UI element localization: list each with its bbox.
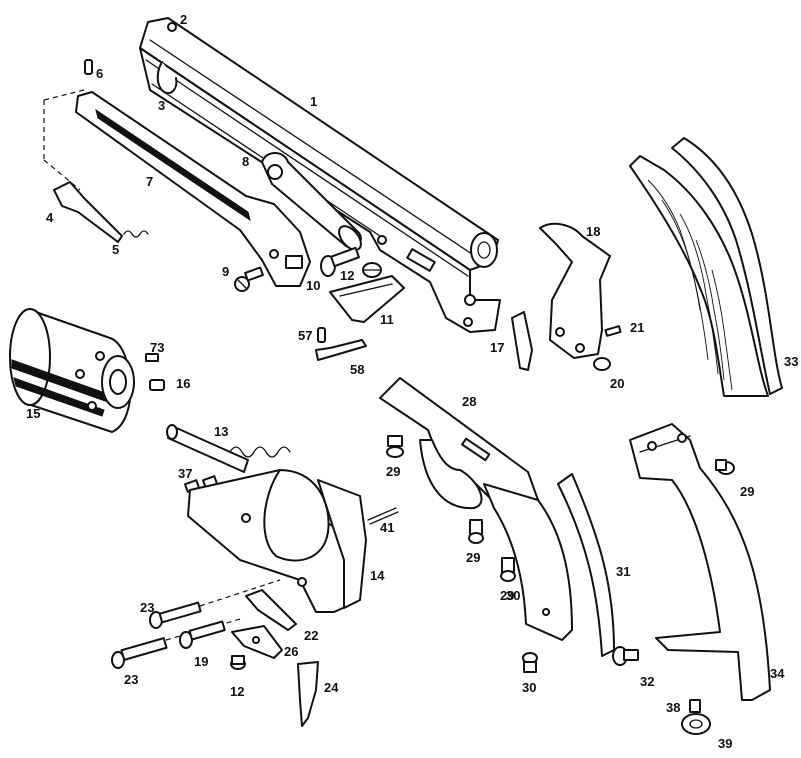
part-26-bolt (231, 625, 283, 659)
callout-label: 15 (26, 406, 40, 421)
part-12-screw-lower (230, 655, 246, 670)
callout-label: 18 (586, 224, 600, 239)
callout-label: 3 (158, 98, 165, 113)
part-28-trigger-guard (379, 377, 573, 641)
callout-label: 38 (666, 700, 680, 715)
part-29-screw-mid (500, 557, 516, 582)
callout-label: 29 (466, 550, 480, 565)
callout-label: 32 (640, 674, 654, 689)
part-33-grips (629, 137, 783, 397)
callout-label: 7 (146, 174, 153, 189)
callout-label: 28 (462, 394, 476, 409)
part-24-trigger (297, 661, 319, 727)
callout-label: 5 (112, 242, 119, 257)
part-30-screw-upper (386, 435, 404, 458)
callout-label: 29 (386, 464, 400, 479)
part-15-cylinder (9, 308, 135, 433)
callout-label: 8 (242, 154, 249, 169)
callout-label: 23 (140, 600, 154, 615)
part-10-screw (320, 246, 360, 277)
part-7-rammer-lever (43, 89, 311, 287)
callout-label: 9 (222, 264, 229, 279)
part-16-nipple (149, 379, 165, 391)
callout-label: 30 (506, 588, 520, 603)
callout-label: 19 (194, 654, 208, 669)
callout-label: 11 (380, 312, 394, 327)
callout-label: 26 (284, 644, 298, 659)
part-11-block (329, 275, 405, 323)
callout-label: 4 (46, 210, 54, 225)
part-23-screw-upper (149, 579, 281, 629)
callout-label: 21 (630, 320, 644, 335)
callout-label: 13 (214, 424, 228, 439)
callout-label: 16 (176, 376, 190, 391)
part-8-wedge (261, 152, 362, 251)
callout-label: 2 (180, 12, 187, 27)
part-22-hand (245, 589, 297, 631)
callout-label: 24 (324, 680, 339, 695)
callout-label: 30 (522, 680, 536, 695)
callout-label: 37 (178, 466, 192, 481)
part-2-front-sight (167, 22, 177, 32)
callout-label: 39 (718, 736, 732, 751)
callout-label: 6 (96, 66, 103, 81)
part-29-screw-left (468, 519, 484, 544)
callout-label: 33 (784, 354, 798, 369)
part-38-39-ring-screw (681, 699, 711, 735)
part-17-spring (511, 311, 533, 371)
callout-label: 22 (304, 628, 318, 643)
callout-label: 29 (500, 588, 514, 603)
part-6-pin (84, 59, 93, 75)
part-20-roller (593, 357, 611, 371)
part-29-screw-right (715, 459, 735, 475)
callout-labels: 1 2 3 4 5 6 7 8 9 10 11 12 12 13 14 15 1… (26, 12, 798, 751)
callout-label: 12 (340, 268, 354, 283)
part-58-spring (315, 339, 367, 361)
part-12-screw-upper (362, 262, 382, 278)
callout-label: 41 (380, 520, 394, 535)
part-57-pin (317, 327, 326, 343)
callout-label: 29 (740, 484, 754, 499)
callout-label: 58 (350, 362, 364, 377)
callout-label: 10 (306, 278, 320, 293)
part-21-pin (604, 325, 622, 337)
part-3-wedge-loop (156, 61, 178, 94)
callout-label: 14 (370, 568, 385, 583)
callout-label: 1 (310, 94, 317, 109)
part-34-back-strap (629, 423, 771, 701)
callout-label: 17 (490, 340, 504, 355)
part-30-screw-lower (522, 652, 538, 673)
part-19-screw (179, 620, 226, 649)
callout-label: 31 (616, 564, 630, 579)
part-1-barrel (139, 17, 501, 333)
callout-label: 12 (230, 684, 244, 699)
part-9-screw (234, 266, 264, 292)
part-4-latch (53, 181, 123, 243)
callout-label: 34 (770, 666, 785, 681)
callout-label: 57 (298, 328, 312, 343)
part-41-pin (367, 507, 399, 525)
callout-label: 73 (150, 340, 164, 355)
callout-label: 23 (124, 672, 138, 687)
part-18-hammer (539, 222, 611, 359)
part-5-spring (123, 230, 149, 238)
part-13-arbor (166, 424, 291, 473)
part-32-screw (612, 646, 639, 666)
part-73-nipple (145, 353, 159, 362)
part-14-frame-block (187, 469, 367, 613)
callout-label: 20 (610, 376, 624, 391)
